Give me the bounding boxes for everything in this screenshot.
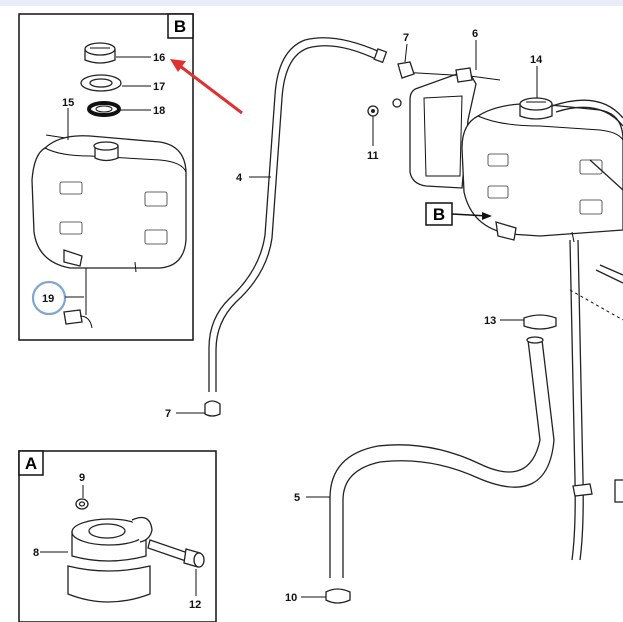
- cap-seal-ring-part: [80, 74, 122, 92]
- label-7-top: 7: [403, 32, 409, 44]
- highlight-circle: [31, 280, 67, 316]
- callout-b: B: [425, 202, 492, 226]
- callout-b-label: B: [433, 205, 445, 224]
- red-arrow: [170, 59, 243, 115]
- label-18: 18: [153, 105, 165, 117]
- label-17: 17: [153, 81, 165, 93]
- expansion-tank-detail: [31, 134, 187, 273]
- right-pipes: [569, 239, 623, 561]
- hose-4: [204, 37, 388, 417]
- gasket-part: [87, 101, 121, 117]
- label-15: 15: [62, 97, 74, 109]
- detail-b-title: B: [174, 17, 186, 36]
- label-13: 13: [484, 315, 496, 327]
- detail-box-a: A 8 9 12: [18, 450, 217, 622]
- expansion-tank-main: [461, 97, 623, 243]
- label-12: 12: [189, 599, 201, 611]
- filler-cap-part: [84, 42, 116, 64]
- label-10: 10: [285, 592, 297, 604]
- washer-part: [75, 498, 89, 510]
- top-bar: [0, 0, 623, 6]
- clip-7-top: [397, 61, 415, 79]
- label-19: 19: [42, 293, 54, 305]
- label-7-bottom: 7: [165, 408, 171, 420]
- label-4: 4: [236, 172, 243, 184]
- label-11: 11: [367, 150, 379, 162]
- label-14: 14: [530, 54, 543, 66]
- bolt-part: [147, 539, 205, 568]
- level-sensor-part: [63, 268, 93, 329]
- nut-11-part: [367, 98, 402, 117]
- detail-a-title: A: [25, 454, 37, 473]
- label-6: 6: [472, 28, 478, 40]
- label-8: 8: [33, 547, 39, 559]
- detail-box-b: B: [18, 13, 194, 341]
- label-5: 5: [294, 492, 300, 504]
- label-9: 9: [79, 472, 85, 484]
- rubber-mount-part: [67, 516, 153, 603]
- hose-5: [325, 314, 557, 604]
- bracket-6: [399, 67, 501, 189]
- label-16: 16: [153, 52, 165, 64]
